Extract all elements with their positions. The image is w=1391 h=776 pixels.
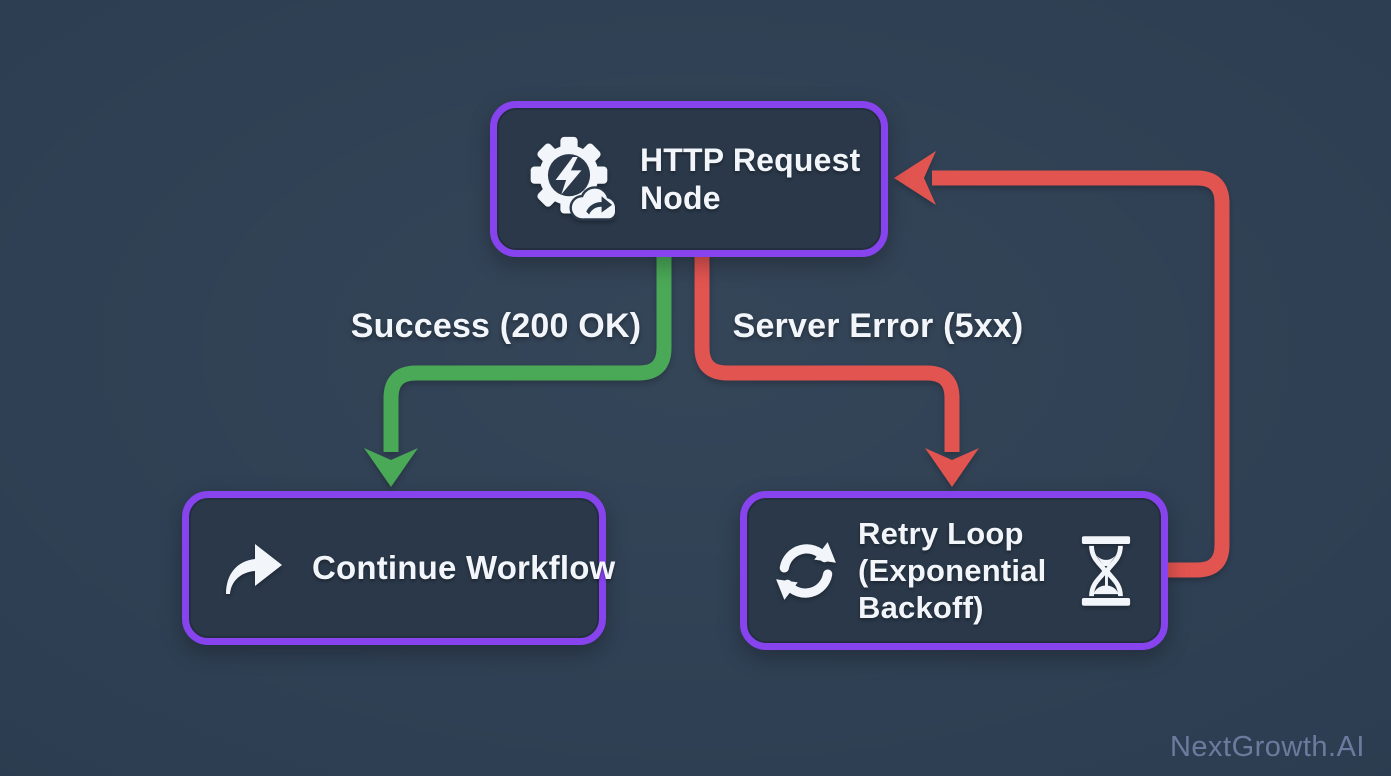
refresh-icon [776,541,836,600]
node-retry-loop-label: Retry Loop (Exponential Backoff) [858,515,1047,626]
node-http-request-label: HTTP Request Node [640,141,861,216]
server-error-edge-line [694,253,960,452]
watermark-text: NextGrowth.AI [1169,731,1365,763]
node-continue-workflow: Continue Workflow [182,491,615,645]
retry-back-edge-arrowhead [894,151,936,205]
node-continue-workflow-label: Continue Workflow [312,549,616,586]
forward-arrow-icon [226,544,282,594]
hourglass-icon [1081,535,1131,606]
server-error-edge-label: Server Error (5xx) [732,307,1024,345]
server-error-edge-arrowhead [925,448,979,487]
node-retry-loop: Retry Loop (Exponential Backoff) [740,491,1168,650]
retry-back-edge-line [932,170,1230,578]
success-edge-arrowhead [364,448,418,487]
success-edge-line [383,253,672,452]
gear-bolt-cloud-icon [530,136,615,221]
node-http-request: HTTP Request Node [490,101,888,257]
success-edge-label: Success (200 OK) [350,307,642,345]
